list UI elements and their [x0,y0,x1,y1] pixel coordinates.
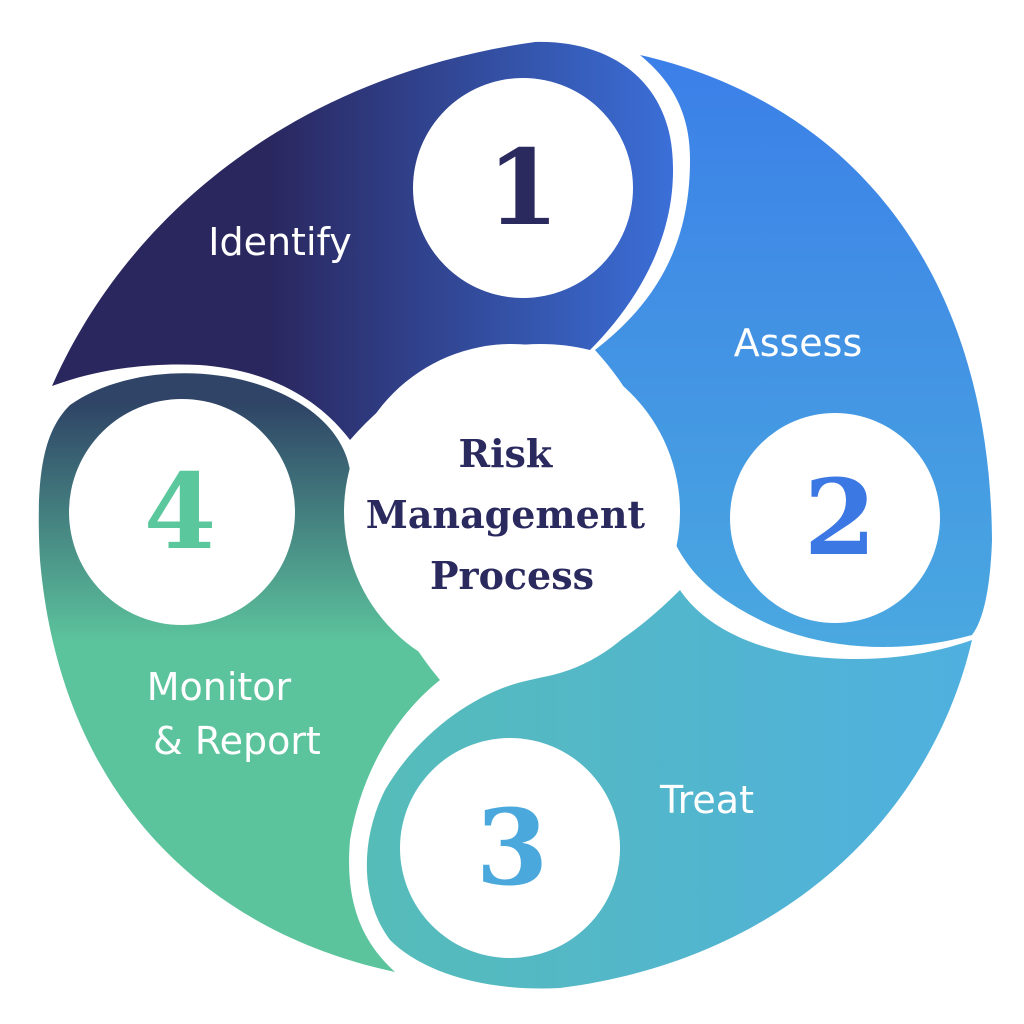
center-title: Risk Management Process [366,431,658,598]
stage-treat-number-circle [400,738,620,958]
stage-identify-label-line: Identify [208,220,351,264]
stage-identify-number: 1 [487,126,559,249]
stage-identify: 1 Identify [52,41,674,441]
stage-monitor-report-label-line-2: & Report [153,719,321,763]
stage-monitor-report-label: Monitor & Report [147,665,321,763]
stage-monitor-report-label-line-1: Monitor [147,665,292,709]
stage-assess-number: 2 [804,456,876,579]
stage-assess-label-line: Assess [734,321,863,365]
center-circle [344,344,680,680]
center-title-line-1: Risk [459,431,553,476]
stage-treat: 3 Treat [366,590,972,989]
stage-assess: 2 Assess [595,55,992,647]
center-title-line-3: Process [430,553,594,598]
center-hub: Risk Management Process [344,344,680,680]
stage-treat-label-line: Treat [659,778,754,822]
stage-monitor-report-number-circle [69,399,295,625]
stage-assess-number-circle [730,413,940,623]
stage-treat-number: 3 [476,786,548,909]
center-title-line-2: Management [366,492,646,537]
stage-treat-label: Treat [659,778,754,822]
stage-monitor-report: 4 Monitor & Report [38,373,440,972]
stage-identify-label: Identify [208,220,351,264]
stage-monitor-report-number: 4 [144,450,216,573]
stage-assess-label: Assess [734,321,863,365]
stage-identify-number-circle [413,78,633,298]
